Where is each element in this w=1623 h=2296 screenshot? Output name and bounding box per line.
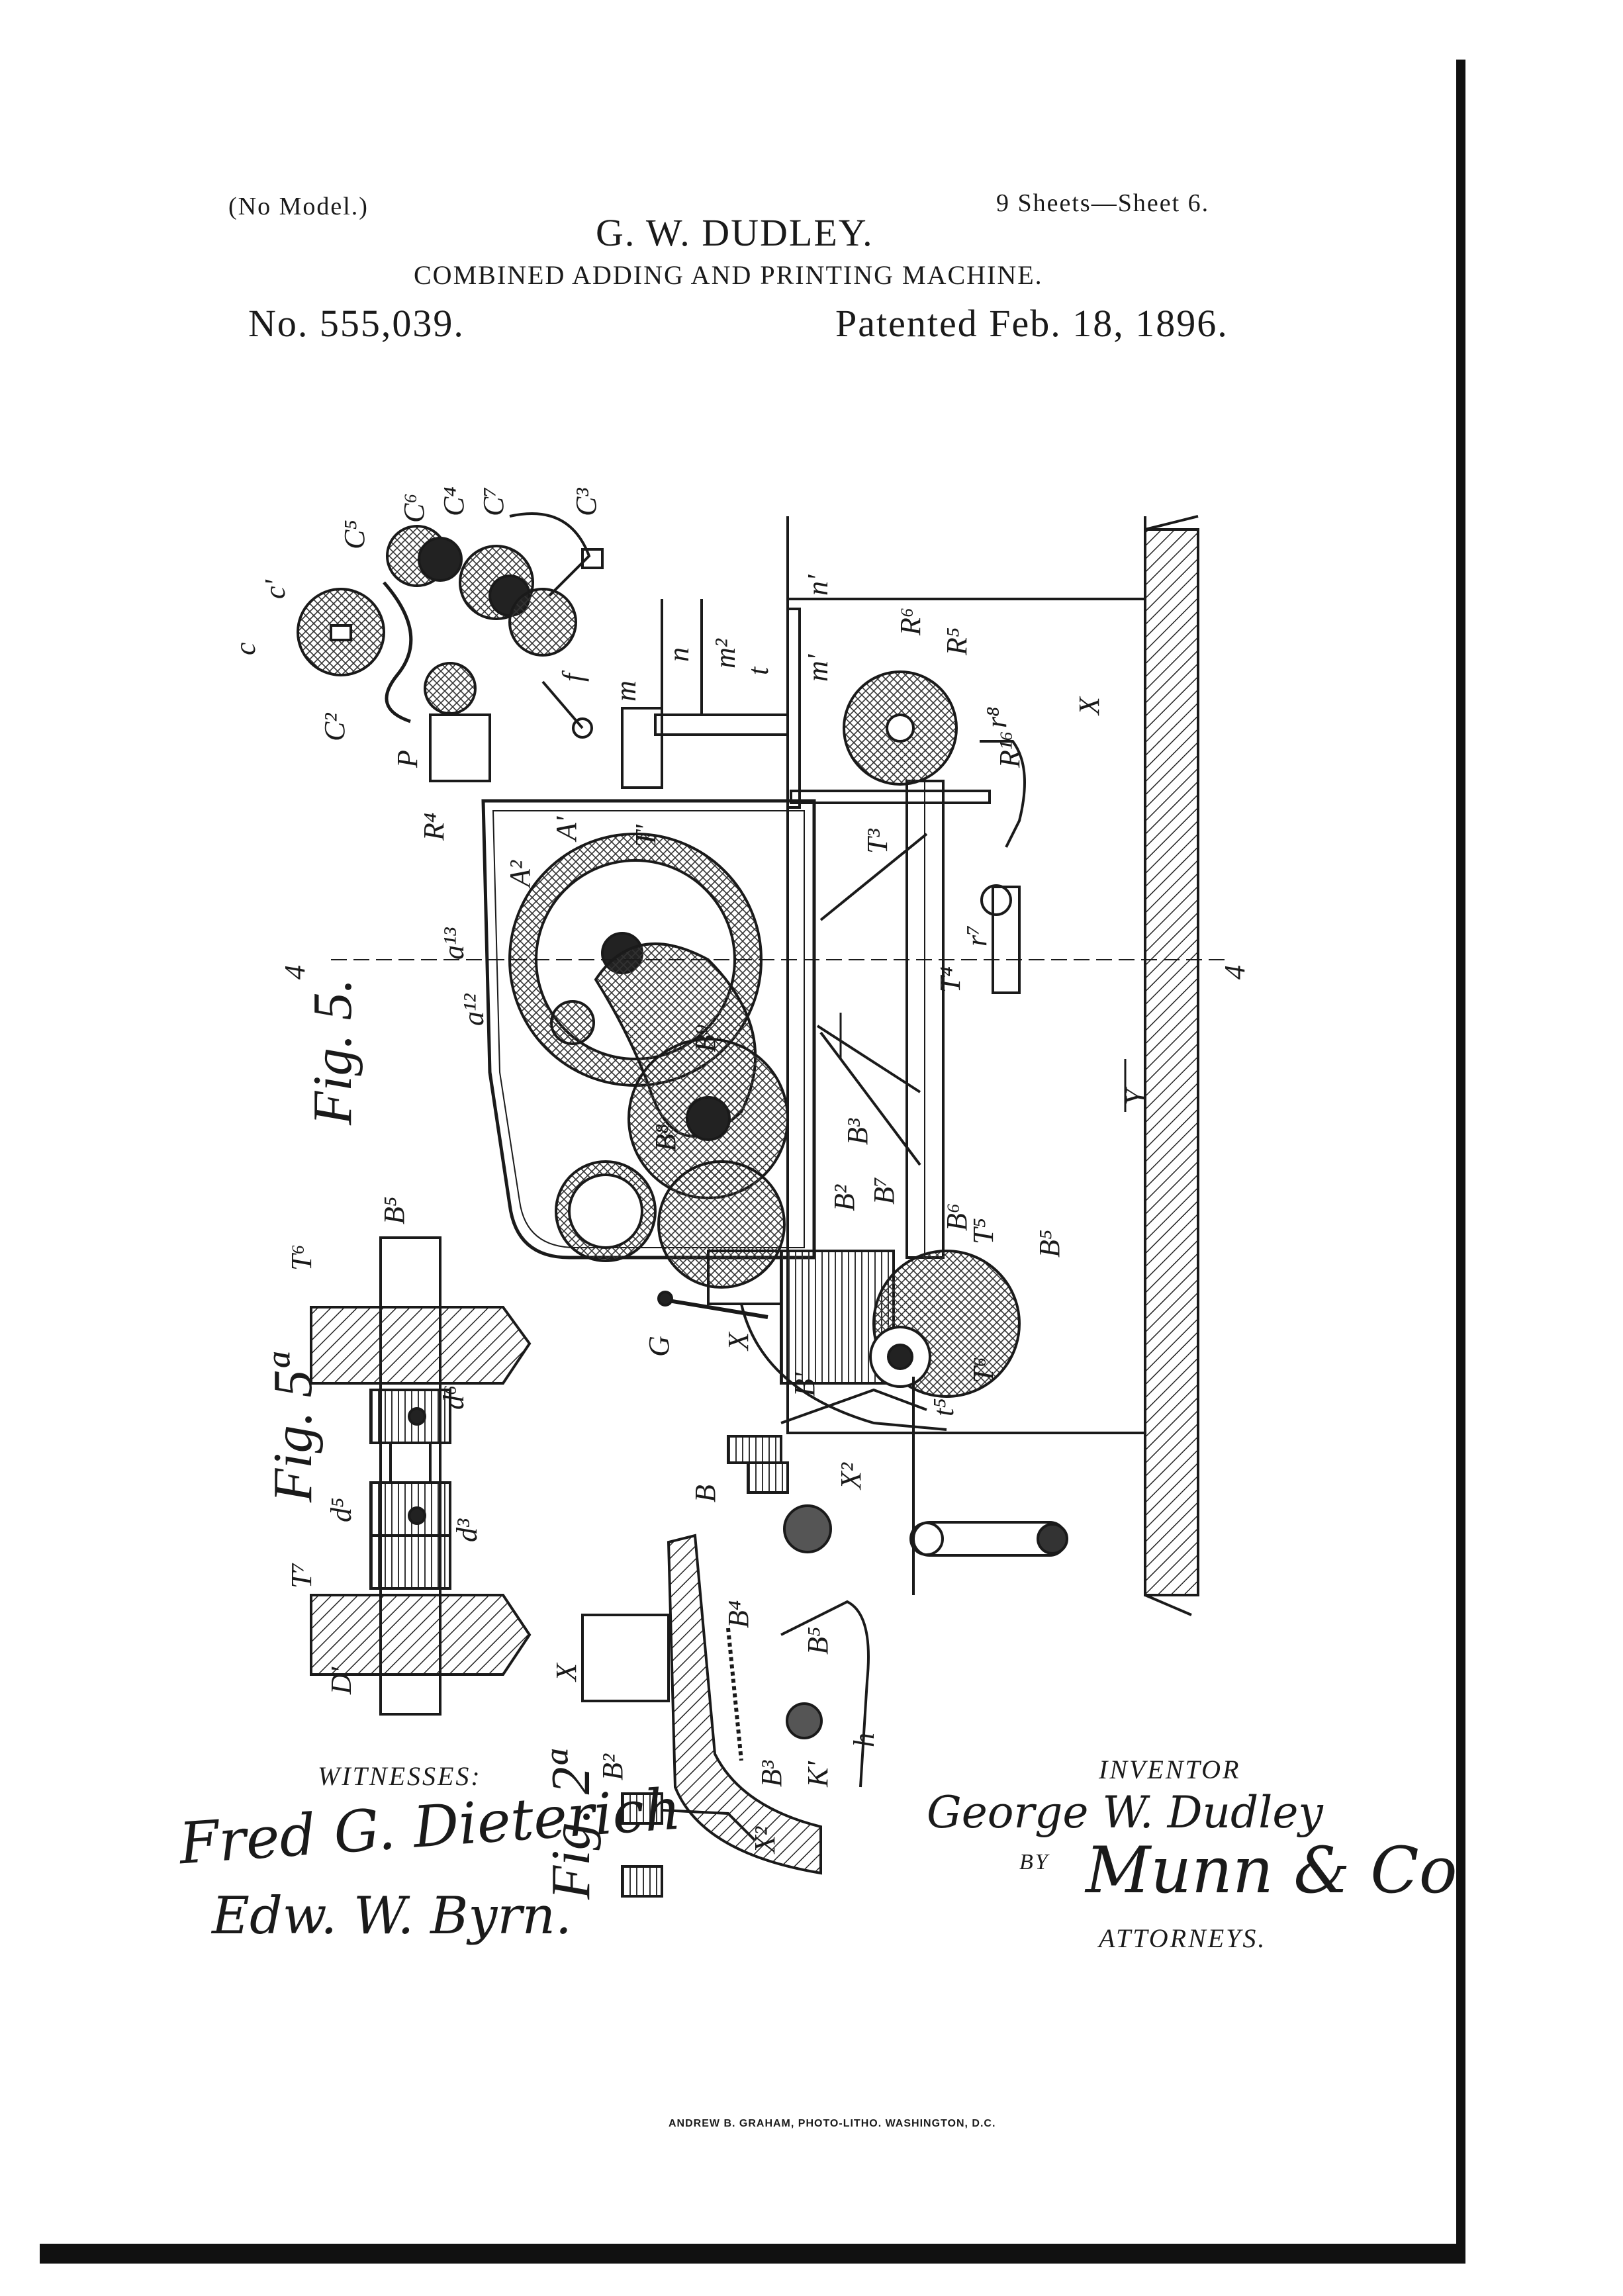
page-right-border (1456, 60, 1465, 2244)
label-a12: a¹² (457, 993, 490, 1026)
label-t7: T⁷ (285, 1562, 318, 1588)
label-b5-fig5a: B⁵ (378, 1197, 410, 1224)
inventor-name-heading: G. W. DUDLEY. (596, 211, 874, 254)
label-t6: T⁶ (967, 1357, 999, 1383)
no-model-text: (No Model.) (228, 193, 369, 220)
label-b2: B² (828, 1184, 860, 1211)
page-bottom-border (40, 2244, 1465, 2264)
fig5a-gear-t6 (310, 1306, 532, 1385)
inventor-label: INVENTOR (1099, 1755, 1241, 1784)
label-n1: n' (802, 574, 834, 596)
label-d6: d⁶ (438, 1385, 470, 1410)
patent-title: COMBINED ADDING AND PRINTING MACHINE. (414, 260, 1043, 290)
fig2a-title: Fig. 2ª (540, 1749, 602, 1900)
label-m1: m' (802, 653, 834, 682)
label-x2-fig2a: X² (749, 1826, 781, 1855)
label-b5-fig2a: B⁵ (802, 1627, 834, 1655)
label-r8: r⁸ (980, 707, 1013, 728)
by-label: BY (1019, 1850, 1050, 1874)
label-t5: T⁵ (967, 1218, 999, 1244)
label-t5l: t⁵ (927, 1398, 960, 1416)
printer-imprint: ANDREW B. GRAHAM, PHOTO-LITHO. WASHINGTO… (669, 2118, 996, 2129)
label-x2: X² (835, 1462, 867, 1491)
label-b8: B⁸ (649, 1124, 682, 1152)
label-c2: C² (318, 713, 351, 741)
label-d1: D' (325, 1666, 357, 1695)
fig2a-box (581, 1614, 670, 1702)
witnesses-label: WITNESSES: (318, 1761, 482, 1791)
fig5a-shaft (379, 1236, 441, 1716)
fig5-title: Fig. 5. (302, 978, 363, 1126)
label-t3: T³ (861, 829, 894, 854)
label-m: m (610, 680, 642, 702)
label-t6-fig5a: T⁶ (285, 1244, 318, 1271)
patent-date: Patented Feb. 18, 1896. (835, 302, 1229, 345)
housing-outline (786, 598, 1146, 1434)
label-c3: C³ (570, 488, 602, 516)
label-b3-fig2a: B³ (755, 1760, 788, 1787)
label-a2: A² (504, 860, 536, 889)
label-c7: C⁷ (477, 486, 510, 516)
label-x-top: X (1073, 696, 1105, 716)
label-d5: d⁵ (325, 1498, 357, 1522)
label-x-mid: X (722, 1331, 755, 1352)
label-b3: B³ (841, 1118, 874, 1145)
label-b7: B⁷ (868, 1177, 900, 1205)
label-b2-fig2a: B² (596, 1753, 629, 1780)
label-r16: R¹⁶ (994, 731, 1026, 768)
label-y: Y (1119, 1086, 1152, 1105)
label-f: f (557, 670, 589, 682)
label-m2: m² (709, 638, 741, 668)
label-c6: C⁶ (398, 493, 430, 523)
label-p: P (391, 750, 424, 768)
witness2-signature: Edw. W. Byrn. (212, 1886, 572, 1946)
label-h: h (848, 1733, 880, 1747)
label-b5: B⁵ (1033, 1230, 1066, 1258)
frame-plate (481, 799, 816, 1260)
label-t1: T' (629, 824, 662, 847)
label-t4: T⁴ (934, 966, 966, 993)
label-d3: d³ (451, 1518, 483, 1542)
label-k1: K' (802, 1761, 834, 1788)
label-four-left: 4 (279, 965, 311, 980)
attorneys-label: ATTORNEYS. (1099, 1923, 1267, 1953)
label-b4: B⁴ (722, 1600, 755, 1628)
patent-number: No. 555,039. (248, 302, 465, 345)
label-a13: a¹³ (438, 927, 470, 960)
label-c4: C⁴ (438, 486, 470, 516)
label-r7: r⁷ (960, 925, 993, 946)
label-x-fig2a: X (550, 1662, 582, 1682)
label-b9: B⁹ (689, 1025, 721, 1052)
attorney-signature: Munn & Co (1086, 1833, 1458, 1907)
label-r6: R⁶ (894, 608, 927, 636)
label-n: n (663, 647, 695, 662)
sheets-text: 9 Sheets—Sheet 6. (996, 189, 1210, 217)
label-four-right: 4 (1219, 965, 1251, 980)
fig5a-gear-t7 (310, 1594, 532, 1676)
label-b1: B' (788, 1371, 821, 1397)
label-t: t (742, 666, 774, 675)
label-c5: C⁵ (338, 520, 371, 549)
label-a1: A' (550, 815, 582, 843)
label-b: B (689, 1485, 721, 1502)
label-r5: R⁵ (941, 627, 973, 656)
fig5a-title: Fig. 5ª (262, 1352, 324, 1503)
label-b6: B⁶ (941, 1203, 973, 1231)
base-plate (1144, 528, 1199, 1596)
label-r4: R⁴ (418, 813, 450, 841)
fig2a-hopper (667, 1534, 822, 1875)
label-c: c (229, 642, 261, 655)
label-c1: c' (259, 578, 291, 599)
inventor-signature: George W. Dudley (927, 1787, 1323, 1838)
label-g: G (643, 1336, 675, 1357)
